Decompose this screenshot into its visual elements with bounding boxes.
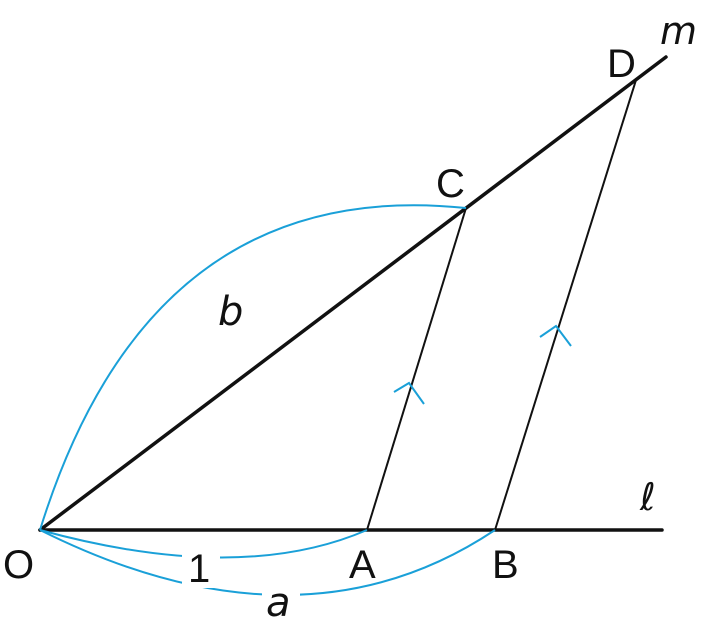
parallel-mark-AC [393,381,425,405]
point-label-D: D [607,42,636,86]
point-label-B: B [492,543,519,587]
length-label-OA: 1 [188,547,210,591]
line-m [38,55,668,532]
segment-AC [366,207,467,531]
segment-BD [494,79,637,531]
length-label-OB: a [266,580,291,626]
line-label-l: ℓ [639,475,656,519]
length-label-OC: b [218,289,243,335]
point-label-O: O [3,543,34,587]
point-label-A: A [349,543,376,587]
point-label-C: C [436,162,465,206]
arc-OA [39,529,368,559]
arc-OC [39,204,467,531]
line-label-m: m [660,9,697,53]
parallel-mark-BD [539,324,572,347]
